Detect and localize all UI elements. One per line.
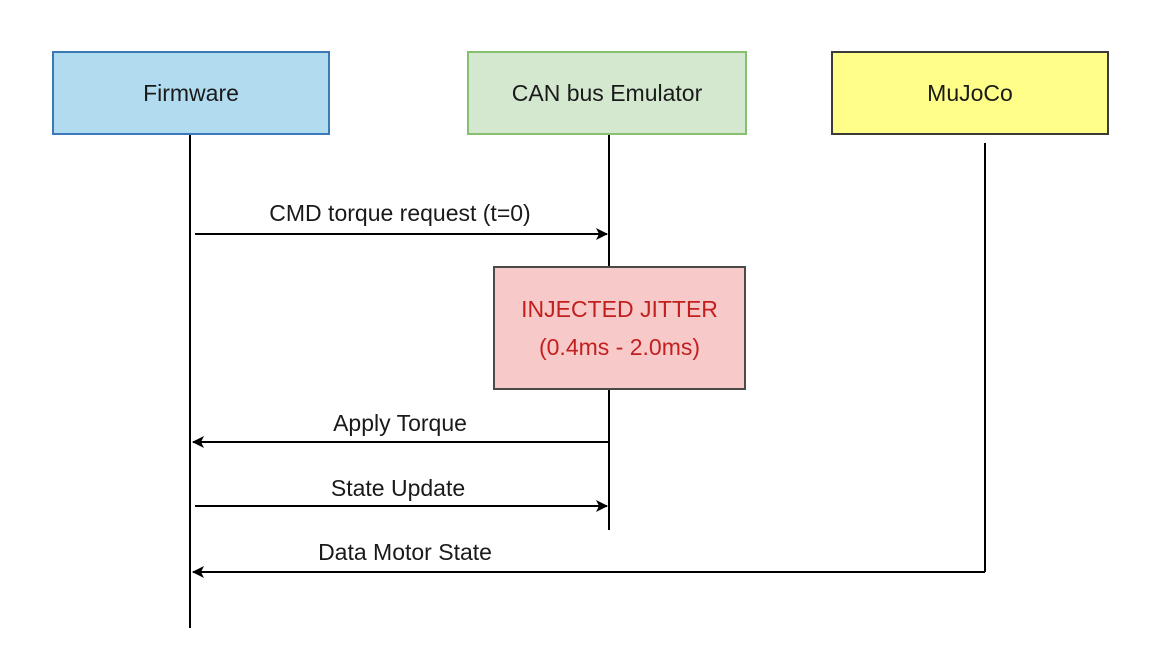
firmware-label: Firmware bbox=[143, 79, 239, 106]
firmware-participant-box: Firmware bbox=[52, 51, 330, 135]
data-motor-state-label: Data Motor State bbox=[318, 539, 492, 565]
injected-jitter-box: INJECTED JITTER (0.4ms - 2.0ms) bbox=[493, 266, 746, 390]
can-bus-emulator-participant-box: CAN bus Emulator bbox=[467, 51, 747, 135]
mujoco-label: MuJoCo bbox=[927, 79, 1013, 106]
cmd-torque-request-label: CMD torque request (t=0) bbox=[269, 200, 531, 226]
injected-jitter-title: INJECTED JITTER bbox=[521, 296, 718, 322]
apply-torque-label: Apply Torque bbox=[333, 410, 467, 436]
state-update-label: State Update bbox=[330, 475, 466, 501]
injected-jitter-range: (0.4ms - 2.0ms) bbox=[538, 334, 701, 360]
mujoco-participant-box: MuJoCo bbox=[831, 51, 1109, 135]
can-bus-emulator-label: CAN bus Emulator bbox=[511, 79, 703, 106]
